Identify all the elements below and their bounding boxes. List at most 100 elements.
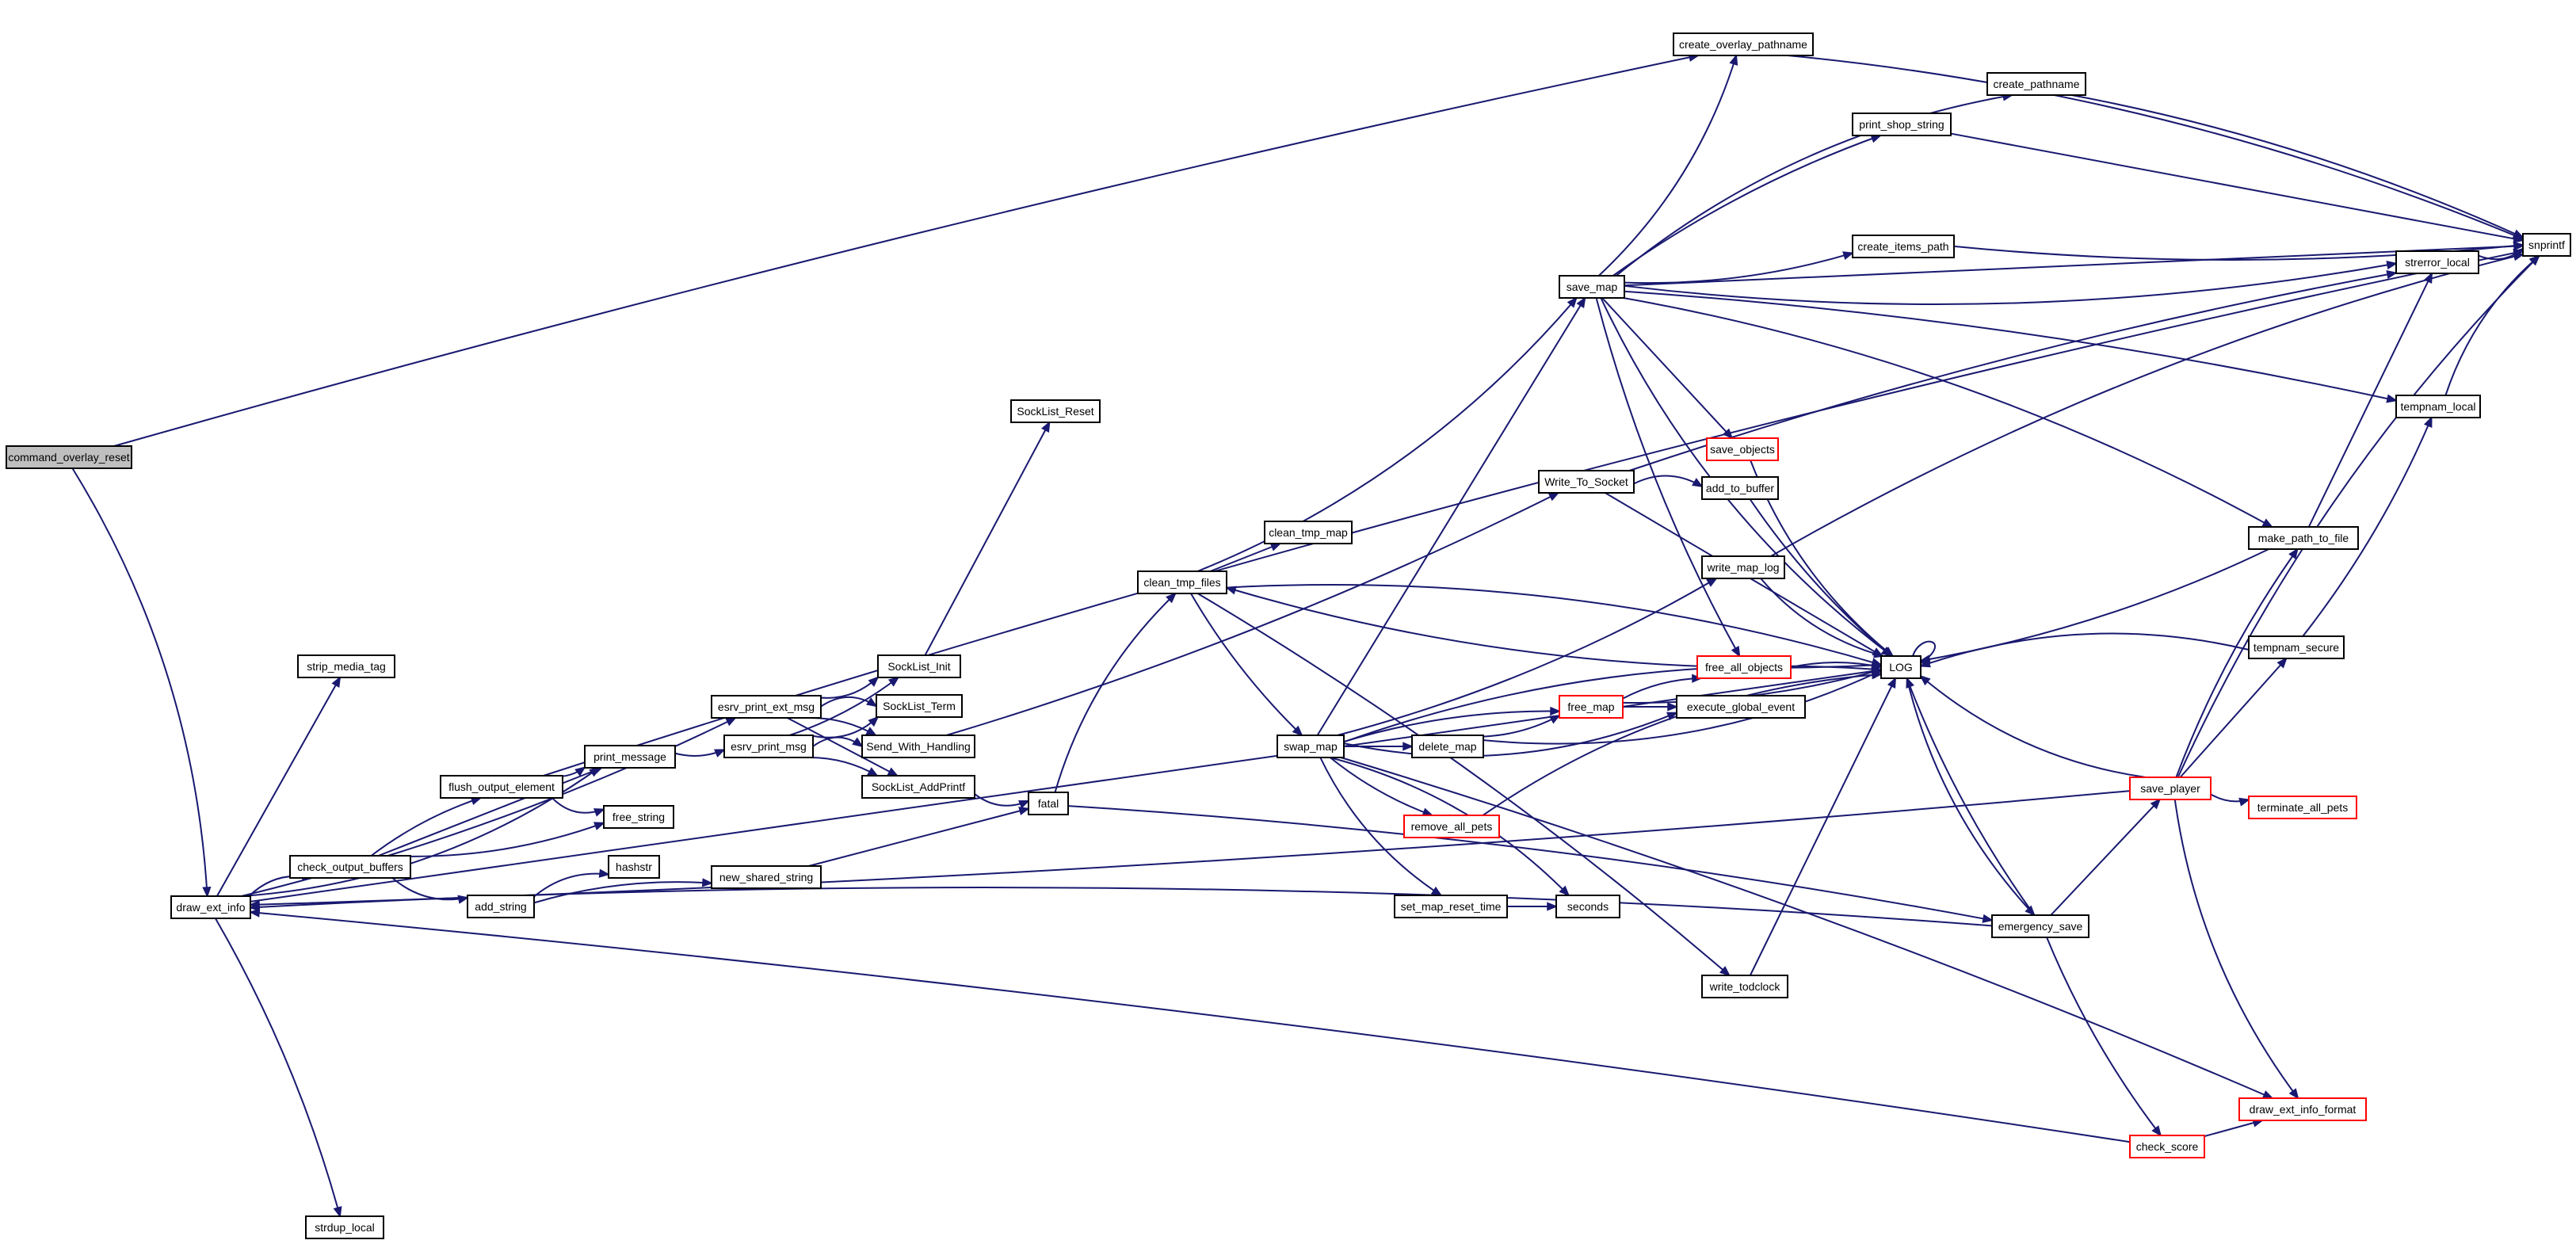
call-edge-line	[1595, 297, 1741, 657]
function-node-flush_output_element[interactable]: flush_output_element	[440, 775, 563, 799]
function-node-free_map[interactable]: free_map	[1559, 695, 1624, 719]
function-node-fatal[interactable]: fatal	[1028, 792, 1069, 815]
call-edge-line	[1330, 757, 1570, 896]
arrowhead-icon	[2513, 241, 2524, 250]
function-node-write_map_log[interactable]: write_map_log	[1701, 555, 1785, 579]
call-edge-line	[1330, 757, 1433, 816]
call-edge-line	[2307, 273, 2433, 528]
node-box	[2248, 796, 2357, 819]
function-node-seconds[interactable]: seconds	[1555, 895, 1620, 918]
call-edge-line	[1067, 805, 1993, 922]
arrowhead-icon	[1919, 658, 1931, 668]
call-edge-check_output_buffers-to-print_message	[378, 767, 604, 857]
call-edge-line	[543, 250, 2524, 777]
function-node-snprintf[interactable]: snprintf	[2522, 233, 2571, 257]
function-node-tempnam_local[interactable]: tempnam_local	[2395, 395, 2481, 418]
function-node-remove_all_pets[interactable]: remove_all_pets	[1403, 815, 1500, 838]
call-edge-line	[1616, 94, 2013, 277]
function-node-tempnam_secure[interactable]: tempnam_secure	[2248, 635, 2345, 659]
call-edge-line	[1337, 578, 1717, 736]
arrowhead-icon	[1919, 674, 1931, 686]
function-node-add_string[interactable]: add_string	[467, 895, 535, 918]
node-label: tempnam_secure	[2254, 641, 2339, 654]
arrowhead-icon	[2529, 254, 2541, 265]
node-box	[1028, 792, 1069, 815]
node-label: strerror_local	[2405, 256, 2470, 269]
arrowhead-icon	[887, 676, 900, 687]
function-node-SockList_Reset[interactable]: SockList_Reset	[1010, 399, 1101, 423]
call-edge-line	[1483, 670, 1882, 745]
function-node-check_output_buffers[interactable]: check_output_buffers	[289, 855, 411, 879]
call-edge-line	[1633, 475, 1703, 487]
call-edge-tempnam_secure-to-tempnam_local	[2302, 416, 2433, 637]
call-edge-swap_map-to-seconds	[1330, 757, 1570, 897]
call-edge-create_pathname-to-snprintf	[2071, 94, 2524, 238]
function-node-draw_ext_info[interactable]: draw_ext_info	[170, 895, 251, 919]
function-node-create_items_path[interactable]: create_items_path	[1852, 235, 1955, 258]
function-node-esrv_print_msg[interactable]: esrv_print_msg	[723, 735, 814, 758]
function-node-free_all_objects[interactable]: free_all_objects	[1696, 655, 1792, 679]
function-node-Send_With_Handling[interactable]: Send_With_Handling	[861, 735, 975, 758]
call-edge-line	[2071, 94, 2524, 238]
function-node-terminate_all_pets[interactable]: terminate_all_pets	[2248, 796, 2357, 819]
function-node-emergency_save[interactable]: emergency_save	[1991, 914, 2089, 938]
call-edge-command_overlay_reset-to-create_overlay_pathname	[113, 52, 1700, 447]
function-node-new_shared_string[interactable]: new_shared_string	[711, 865, 822, 889]
call-edge-save_player-to-tempnam_secure	[2179, 657, 2288, 778]
arrowhead-icon	[1576, 296, 1586, 308]
function-node-command_overlay_reset[interactable]: command_overlay_reset	[6, 445, 132, 469]
call-edge-line	[2444, 255, 2540, 396]
arrowhead-icon	[1722, 428, 1734, 440]
call-edge-line	[410, 822, 605, 857]
function-node-Write_To_Socket[interactable]: Write_To_Socket	[1538, 470, 1635, 494]
function-node-set_map_reset_time[interactable]: set_map_reset_time	[1394, 895, 1508, 918]
function-node-create_overlay_pathname[interactable]: create_overlay_pathname	[1673, 32, 1814, 56]
function-node-SockList_Init[interactable]: SockList_Init	[877, 654, 961, 678]
function-node-delete_map[interactable]: delete_map	[1411, 735, 1484, 758]
function-node-write_todclock[interactable]: write_todclock	[1701, 975, 1788, 998]
function-node-strip_media_tag[interactable]: strip_media_tag	[297, 654, 395, 678]
function-node-strdup_local[interactable]: strdup_local	[305, 1215, 384, 1239]
function-node-execute_global_event[interactable]: execute_global_event	[1676, 695, 1806, 719]
call-edge-line	[1483, 715, 1560, 738]
node-label: create_items_path	[1857, 240, 1948, 253]
call-edge-emergency_save-to-save_player	[2050, 798, 2162, 916]
call-edge-clean_tmp_files-to-write_todclock	[1196, 593, 1731, 977]
node-label: check_output_buffers	[297, 860, 403, 873]
arrowhead-icon	[1842, 251, 1854, 261]
arrowhead-icon	[2513, 234, 2524, 243]
function-node-SockList_AddPrintf[interactable]: SockList_AddPrintf	[861, 775, 975, 799]
call-edge-add_to_buffer-to-LOG	[1749, 498, 1892, 658]
function-node-clean_tmp_files[interactable]: clean_tmp_files	[1137, 570, 1227, 594]
arrowhead-icon	[574, 766, 586, 777]
function-node-free_string[interactable]: free_string	[603, 805, 674, 829]
function-node-hashstr[interactable]: hashstr	[608, 855, 660, 879]
call-edge-line	[1340, 757, 2273, 1099]
node-box	[1701, 975, 1788, 998]
node-box	[603, 805, 674, 829]
node-box	[1696, 655, 1792, 679]
function-node-make_path_to_file[interactable]: make_path_to_file	[2248, 526, 2359, 550]
function-node-create_pathname[interactable]: create_pathname	[1986, 72, 2086, 96]
function-node-strerror_local[interactable]: strerror_local	[2395, 250, 2479, 274]
function-node-clean_tmp_map[interactable]: clean_tmp_map	[1264, 521, 1353, 544]
function-node-SockList_Term[interactable]: SockList_Term	[876, 694, 963, 718]
function-node-esrv_print_ext_msg[interactable]: esrv_print_ext_msg	[711, 695, 822, 719]
function-node-print_shop_string[interactable]: print_shop_string	[1852, 113, 1952, 136]
node-box	[723, 735, 814, 758]
arrowhead-icon	[1550, 706, 1561, 716]
function-node-LOG[interactable]: LOG	[1880, 655, 1922, 679]
node-box	[289, 855, 411, 879]
function-node-save_map[interactable]: save_map	[1559, 275, 1625, 299]
function-node-add_to_buffer[interactable]: add_to_buffer	[1701, 476, 1779, 500]
node-label: SockList_Reset	[1017, 405, 1093, 418]
call-edge-line	[1788, 55, 2524, 240]
function-node-save_player[interactable]: save_player	[2129, 777, 2212, 800]
node-label: SockList_Init	[887, 660, 950, 673]
function-node-draw_ext_info_format[interactable]: draw_ext_info_format	[2238, 1097, 2367, 1121]
function-node-swap_map[interactable]: swap_map	[1277, 735, 1345, 758]
function-node-print_message[interactable]: print_message	[584, 745, 676, 769]
function-node-check_score[interactable]: check_score	[2129, 1135, 2205, 1158]
arrowhead-icon	[713, 749, 726, 757]
function-node-save_objects[interactable]: save_objects	[1706, 437, 1779, 461]
